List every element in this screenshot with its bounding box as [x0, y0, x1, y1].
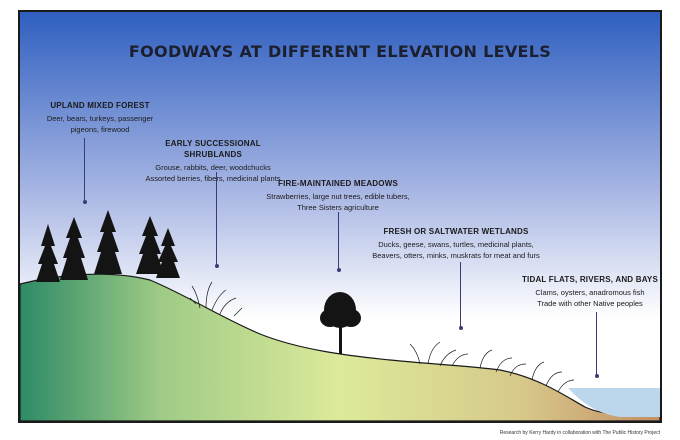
zone-heading: UPLAND MIXED FOREST [50, 101, 150, 110]
zone-text-line: pigeons, firewood [70, 125, 130, 134]
credit-text: Research by Kerry Hardy in collaboration… [499, 430, 660, 436]
landscape-illustration [20, 12, 660, 421]
zone-heading: EARLY SUCCESSIONAL SHRUBLANDS [165, 139, 261, 159]
zone-heading: TIDAL FLATS, RIVERS, AND BAYS [521, 275, 659, 284]
conifer-trees [36, 210, 180, 282]
zone-text-line: Assorted berries, fibers, medicinal plan… [145, 174, 281, 183]
meadow-tree [320, 292, 361, 354]
leader-line-meadows [336, 212, 341, 272]
zone-label-tidal: TIDAL FLATS, RIVERS, AND BAYS Clams, oys… [520, 274, 660, 309]
zone-label-wetlands: FRESH OR SALTWATER WETLANDS Ducks, geese… [366, 226, 546, 261]
zone-text-line: Deer, bears, turkeys, passenger [46, 114, 154, 123]
zone-text-line: Clams, oysters, anadromous fish [535, 288, 645, 297]
zone-text-line: Three Sisters agriculture [297, 203, 379, 212]
zone-label-upland: UPLAND MIXED FOREST Deer, bears, turkeys… [30, 100, 170, 135]
zone-text-line: Strawberries, large nut trees, edible tu… [266, 192, 410, 201]
zone-label-shrubland: EARLY SUCCESSIONAL SHRUBLANDS Grouse, ra… [138, 138, 288, 184]
leader-line-shrubland [214, 172, 219, 268]
leader-line-tidal [594, 312, 599, 378]
zone-text-line: Trade with other Native peoples [537, 299, 643, 308]
zone-heading: FIRE-MAINTAINED MEADOWS [278, 179, 398, 188]
zone-heading: FRESH OR SALTWATER WETLANDS [383, 227, 529, 236]
leader-line-upland [82, 138, 87, 204]
bare-shrubs [189, 281, 575, 393]
leader-line-wetlands [458, 262, 463, 330]
zone-text-line: Beavers, otters, minks, muskrats for mea… [372, 251, 540, 260]
hill-slope [20, 273, 660, 421]
zone-text-line: Ducks, geese, swans, turtles, medicinal … [378, 240, 534, 249]
zone-text-line: Grouse, rabbits, deer, woodchucks [155, 163, 271, 172]
diagram-frame: FOODWAYS AT DIFFERENT ELEVATION LEVELS U… [18, 10, 662, 423]
zone-label-meadows: FIRE-MAINTAINED MEADOWS Strawberries, la… [258, 178, 418, 213]
page-title: FOODWAYS AT DIFFERENT ELEVATION LEVELS [128, 42, 552, 61]
water [568, 388, 660, 417]
